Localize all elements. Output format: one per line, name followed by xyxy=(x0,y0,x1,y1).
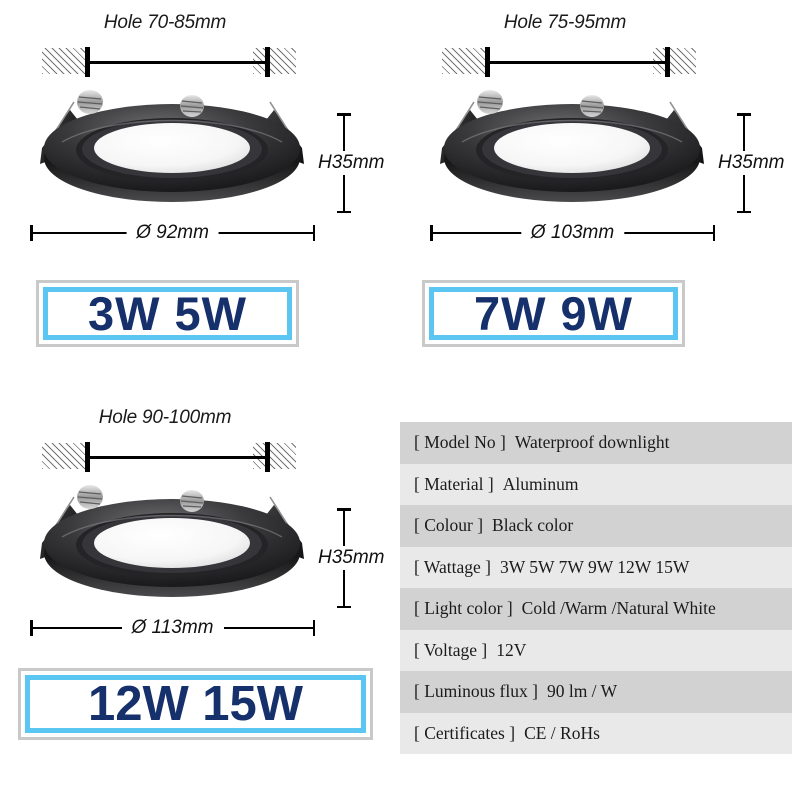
downlight-fixture-illustration xyxy=(432,86,712,211)
spec-key: [ Luminous flux ] xyxy=(414,681,538,702)
hole-dim-bar xyxy=(85,456,270,459)
hole-size-label: Hole 90-100mm xyxy=(98,407,232,428)
table-row: [ Model No ] Waterproof downlight xyxy=(400,422,792,464)
diameter-dimension-line: Ø 113mm xyxy=(30,617,315,639)
product-panel-7w-9w: Hole 75-95mm xyxy=(400,0,800,390)
hole-tick-right xyxy=(665,47,670,77)
diameter-cap-right xyxy=(712,225,715,241)
wattage-badge-text: 12W 15W xyxy=(87,676,304,731)
diameter-dimension-line: Ø 103mm xyxy=(430,222,715,244)
specification-table: [ Model No ] Waterproof downlight [ Mate… xyxy=(400,422,792,754)
spec-key: [ Light color ] xyxy=(414,598,513,619)
height-cap-bottom xyxy=(737,210,751,213)
spec-value: 90 lm / W xyxy=(546,681,618,702)
diameter-cap-right xyxy=(312,620,315,636)
diameter-label: Ø 103mm xyxy=(520,222,625,243)
diameter-cap-left xyxy=(30,225,33,241)
hole-dim-bar xyxy=(85,61,270,64)
ceiling-hatch-left-icon xyxy=(42,48,85,74)
height-cap-bottom xyxy=(337,210,351,213)
table-row: [ Certificates ] CE / RoHs xyxy=(400,712,792,754)
table-row: [ Luminous flux ] 90 lm / W xyxy=(400,671,792,713)
table-row: [ Material ] Aluminum xyxy=(400,463,792,505)
spec-value: Aluminum xyxy=(502,473,579,494)
spec-value: CE / RoHs xyxy=(524,722,600,743)
table-row: [ Light color ] Cold /Warm /Natural Whit… xyxy=(400,588,792,630)
wattage-badge-7w-9w: 7W 9W xyxy=(422,280,685,347)
spec-key: [ Model No ] xyxy=(414,432,506,453)
hole-tick-right xyxy=(265,442,270,472)
diameter-dimension-line: Ø 92mm xyxy=(30,222,315,244)
height-label: H35mm xyxy=(316,546,387,570)
height-label: H35mm xyxy=(716,151,787,175)
height-cap-bottom xyxy=(337,605,351,608)
hole-dimension-line xyxy=(85,442,270,472)
diameter-cap-left xyxy=(430,225,433,241)
height-label: H35mm xyxy=(316,151,387,175)
spec-value: Black color xyxy=(492,515,574,536)
table-row: [ Colour ] Black color xyxy=(400,505,792,547)
dimension-diagram: Hole 70-85mm xyxy=(0,0,400,270)
diameter-cap-left xyxy=(30,620,33,636)
wattage-badge-text: 7W 9W xyxy=(473,287,634,340)
downlight-fixture-illustration xyxy=(32,86,312,211)
dimension-diagram: Hole 90-100mm xyxy=(0,395,400,665)
spec-value: Waterproof downlight xyxy=(514,432,670,453)
table-row: [ Wattage ] 3W 5W 7W 9W 12W 15W xyxy=(400,546,792,588)
hole-size-label: Hole 75-95mm xyxy=(503,12,627,33)
product-panel-12w-15w: Hole 90-100mm xyxy=(0,395,400,785)
diameter-label: Ø 92mm xyxy=(126,222,219,243)
diameter-label: Ø 113mm xyxy=(121,617,224,638)
wattage-badge-text: 3W 5W xyxy=(87,287,248,340)
height-cap-top xyxy=(737,113,751,116)
wattage-badge-inner: 12W 15W xyxy=(25,675,366,733)
spec-key: [ Certificates ] xyxy=(414,722,516,743)
hole-dimension-line xyxy=(85,47,270,77)
diameter-cap-right xyxy=(312,225,315,241)
table-row: [ Voltage ] 12V xyxy=(400,629,792,671)
wattage-badge-12w-15w: 12W 15W xyxy=(18,668,373,740)
ceiling-hatch-left-icon xyxy=(42,443,85,469)
height-cap-top xyxy=(337,508,351,511)
height-cap-top xyxy=(337,113,351,116)
downlight-fixture-illustration xyxy=(32,481,312,606)
product-panel-3w-5w: Hole 70-85mm xyxy=(0,0,400,390)
spec-value: 3W 5W 7W 9W 12W 15W xyxy=(499,556,690,577)
spec-value: Cold /Warm /Natural White xyxy=(521,598,716,619)
spec-key: [ Material ] xyxy=(414,473,494,494)
spec-key: [ Colour ] xyxy=(414,515,484,536)
wattage-badge-inner: 3W 5W xyxy=(43,287,292,340)
hole-dimension-line xyxy=(485,47,670,77)
wattage-badge-3w-5w: 3W 5W xyxy=(36,280,299,347)
spec-key: [ Wattage ] xyxy=(414,556,491,577)
dimension-diagram: Hole 75-95mm xyxy=(400,0,800,270)
hole-tick-right xyxy=(265,47,270,77)
spec-value: 12V xyxy=(496,639,527,660)
spec-key: [ Voltage ] xyxy=(414,639,488,660)
wattage-badge-inner: 7W 9W xyxy=(429,287,678,340)
hole-size-label: Hole 70-85mm xyxy=(103,12,227,33)
ceiling-hatch-left-icon xyxy=(442,48,485,74)
hole-dim-bar xyxy=(485,61,670,64)
